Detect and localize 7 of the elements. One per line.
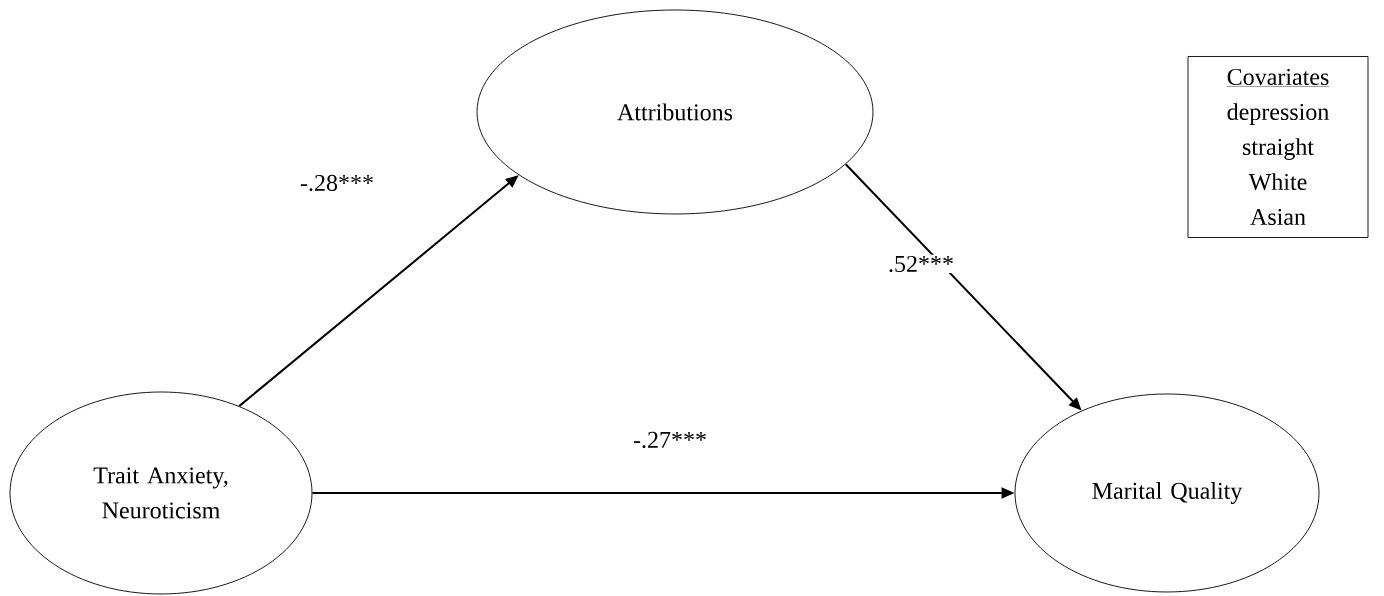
oval: Marital Quality <box>1014 393 1320 593</box>
oval: Trait Anxiety, Neuroticism <box>9 391 313 595</box>
oval: Attributions <box>476 9 874 215</box>
edge-label: -.27*** <box>632 430 708 450</box>
edge-label: -.28*** <box>299 173 375 193</box>
edge-label: .52*** <box>887 254 955 274</box>
covariates-box: Covariates depression straight White Asian <box>1187 56 1369 238</box>
